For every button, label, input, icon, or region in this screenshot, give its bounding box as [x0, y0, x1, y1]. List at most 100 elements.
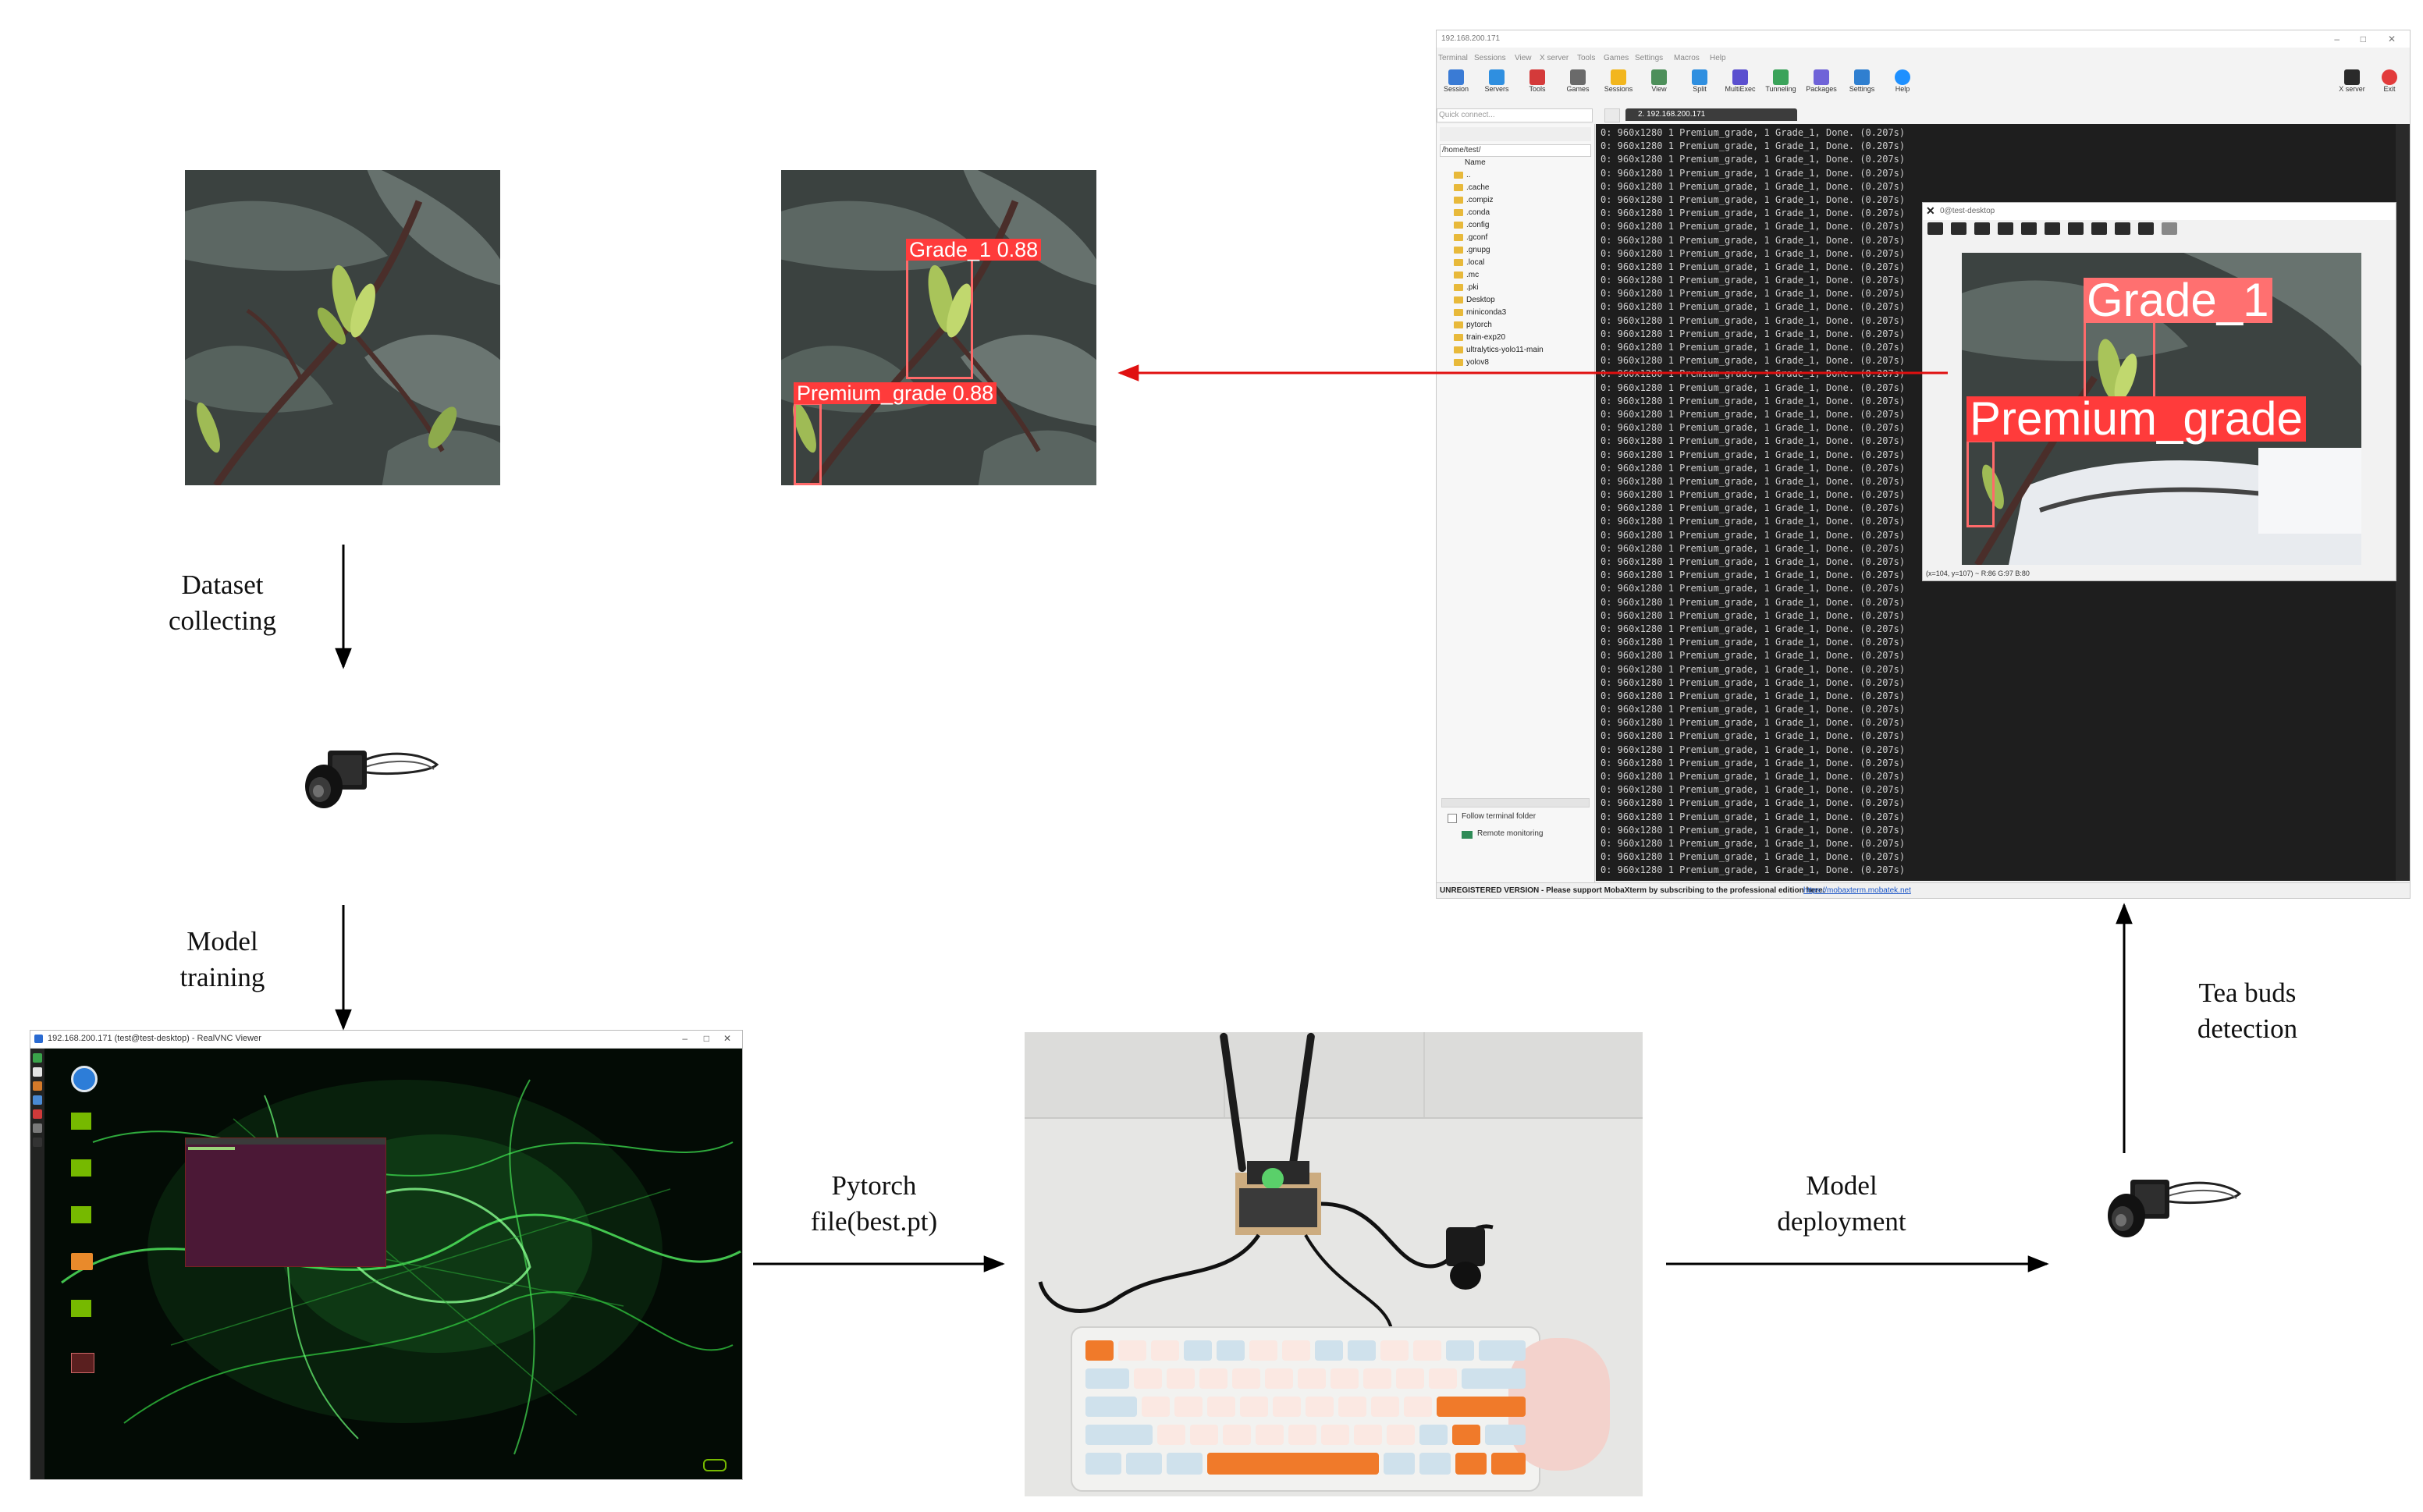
- toolbar-exit-button[interactable]: Exit: [2370, 68, 2409, 102]
- zoom-out-icon[interactable]: [2091, 222, 2107, 235]
- toolbar-settings-button[interactable]: Settings: [1842, 68, 1881, 102]
- menu-x-server[interactable]: X server: [1540, 54, 1569, 62]
- tree-item[interactable]: pytorch: [1454, 319, 1594, 332]
- status-link[interactable]: https://mobaxterm.mobatek.net: [1803, 886, 1911, 895]
- keyboard-key: [1429, 1368, 1457, 1389]
- desktop-icon-chromium[interactable]: [71, 1066, 98, 1092]
- toolbar-view-button[interactable]: View: [1640, 68, 1679, 102]
- menu-terminal[interactable]: Terminal: [1438, 54, 1468, 62]
- pan-down-icon[interactable]: [1998, 222, 2013, 235]
- toolbar-session-button[interactable]: Session: [1437, 68, 1476, 102]
- launcher-icon[interactable]: [33, 1123, 42, 1133]
- vnc-app-icon: [34, 1035, 43, 1043]
- launcher-icon[interactable]: [33, 1081, 42, 1091]
- launcher-icon[interactable]: [33, 1067, 42, 1077]
- close-button[interactable]: ✕: [2387, 34, 2396, 44]
- maximize-button[interactable]: □: [2360, 34, 2366, 44]
- menu-sessions[interactable]: Sessions: [1474, 54, 1506, 62]
- tree-item[interactable]: .gconf: [1454, 232, 1594, 244]
- tree-item[interactable]: .cache: [1454, 182, 1594, 194]
- quick-connect-input[interactable]: Quick connect...: [1437, 108, 1593, 122]
- tree-item[interactable]: .compiz: [1454, 194, 1594, 207]
- toolbar-servers-button[interactable]: Servers: [1477, 68, 1516, 102]
- x-app-icon: ✕: [1926, 204, 1935, 217]
- menu-macros[interactable]: Macros: [1674, 54, 1700, 62]
- zoom-fit-icon[interactable]: [2021, 222, 2037, 235]
- tree-item[interactable]: miniconda3: [1454, 307, 1594, 319]
- launcher-icon[interactable]: [33, 1053, 42, 1063]
- launcher-icon[interactable]: [33, 1138, 42, 1147]
- minimize-button[interactable]: –: [2334, 34, 2340, 44]
- sftp-path-input[interactable]: /home/test/: [1440, 144, 1591, 157]
- terminal-line: 0: 960x1280 1 Premium_grade, 1 Grade_1, …: [1601, 837, 1906, 849]
- desktop-icon-nvidia[interactable]: [71, 1300, 91, 1317]
- tree-item[interactable]: train-exp20: [1454, 332, 1594, 344]
- save-icon[interactable]: [2115, 222, 2130, 235]
- desktop-icon-terminal[interactable]: [71, 1353, 94, 1373]
- folder-icon: [1454, 246, 1463, 254]
- toolbar-sessions-button[interactable]: Sessions: [1599, 68, 1638, 102]
- tree-item[interactable]: .local: [1454, 257, 1594, 269]
- pan-left-icon[interactable]: [1927, 222, 1943, 235]
- tree-item[interactable]: ..: [1454, 169, 1594, 182]
- session-tab[interactable]: 2. 192.168.200.171: [1625, 108, 1797, 121]
- folder-icon: [1454, 296, 1463, 303]
- desktop-icon-nvidia[interactable]: [71, 1159, 91, 1177]
- toolbar-packages-button[interactable]: Packages: [1802, 68, 1841, 102]
- tree-item[interactable]: .pki: [1454, 282, 1594, 294]
- zoom-in-icon[interactable]: [2068, 222, 2084, 235]
- menu-help[interactable]: Help: [1710, 54, 1726, 62]
- desktop-icon-nvidia[interactable]: [71, 1206, 91, 1223]
- minimize-button[interactable]: –: [682, 1033, 687, 1044]
- star-icon: [1611, 69, 1626, 85]
- keyboard-key: [1419, 1453, 1451, 1475]
- tree-item[interactable]: .gnupg: [1454, 244, 1594, 257]
- terminal-scrollbar[interactable]: [2396, 124, 2410, 881]
- folder-icon: [1454, 321, 1463, 328]
- menu-settings[interactable]: Settings: [1635, 54, 1664, 62]
- tree-item[interactable]: .mc: [1454, 269, 1594, 282]
- label-line: Model: [1806, 1170, 1878, 1201]
- toolbar-multiexec-button[interactable]: MultiExec: [1721, 68, 1760, 102]
- keyboard-key: [1157, 1425, 1185, 1445]
- pan-up-icon[interactable]: [1974, 222, 1990, 235]
- properties-icon[interactable]: [2138, 222, 2154, 235]
- tree-item-label: .config: [1466, 221, 1490, 229]
- toolbar-help-button[interactable]: Help: [1883, 68, 1922, 102]
- desktop-icon-nvidia[interactable]: [71, 1113, 91, 1130]
- tree-item[interactable]: .config: [1454, 219, 1594, 232]
- terminal-line: 0: 960x1280 1 Premium_grade, 1 Grade_1, …: [1601, 650, 1906, 662]
- remote-monitoring-button[interactable]: Remote monitoring: [1477, 829, 1544, 838]
- tree-item[interactable]: ultralytics-yolo11-main: [1454, 344, 1594, 357]
- terminal-line: 0: 960x1280 1 Premium_grade, 1 Grade_1, …: [1601, 449, 1906, 460]
- desktop-icon-folder[interactable]: [71, 1253, 93, 1270]
- menu-games[interactable]: Games: [1604, 54, 1629, 62]
- toolbar-split-button[interactable]: Split: [1680, 68, 1719, 102]
- toolbar-games-button[interactable]: Games: [1558, 68, 1597, 102]
- toolbar-xserver-button[interactable]: X server: [2332, 68, 2371, 102]
- follow-terminal-checkbox[interactable]: [1448, 814, 1457, 823]
- tree-item[interactable]: .conda: [1454, 207, 1594, 219]
- mobaxterm-toolbar: Session Servers Tools Games Sessions Vie…: [1437, 68, 2410, 104]
- close-button[interactable]: ✕: [723, 1033, 731, 1044]
- menu-view[interactable]: View: [1515, 54, 1532, 62]
- launcher-icon[interactable]: [33, 1109, 42, 1119]
- split-icon: [1692, 69, 1707, 85]
- tree-item[interactable]: yolov8: [1454, 357, 1594, 369]
- launcher-icon[interactable]: [33, 1095, 42, 1105]
- sidebar-scrollbar[interactable]: [1441, 798, 1590, 807]
- terminal-line: 0: 960x1280 1 Premium_grade, 1 Grade_1, …: [1601, 609, 1906, 621]
- home-tab-icon[interactable]: [1604, 108, 1620, 122]
- toolbar-label: Servers: [1484, 85, 1509, 93]
- zoom-original-icon[interactable]: [2045, 222, 2060, 235]
- maximize-button[interactable]: □: [703, 1033, 709, 1044]
- settings-icon[interactable]: [2162, 222, 2177, 235]
- toolbar-tunneling-button[interactable]: Tunneling: [1761, 68, 1800, 102]
- terminal-line: 0: 960x1280 1 Premium_grade, 1 Grade_1, …: [1601, 247, 1906, 259]
- keyboard-key: [1306, 1397, 1334, 1417]
- tree-item[interactable]: Desktop: [1454, 294, 1594, 307]
- terminal-line: 0: 960x1280 1 Premium_grade, 1 Grade_1, …: [1601, 717, 1906, 729]
- pan-right-icon[interactable]: [1951, 222, 1966, 235]
- menu-tools[interactable]: Tools: [1577, 54, 1596, 62]
- toolbar-tools-button[interactable]: Tools: [1518, 68, 1557, 102]
